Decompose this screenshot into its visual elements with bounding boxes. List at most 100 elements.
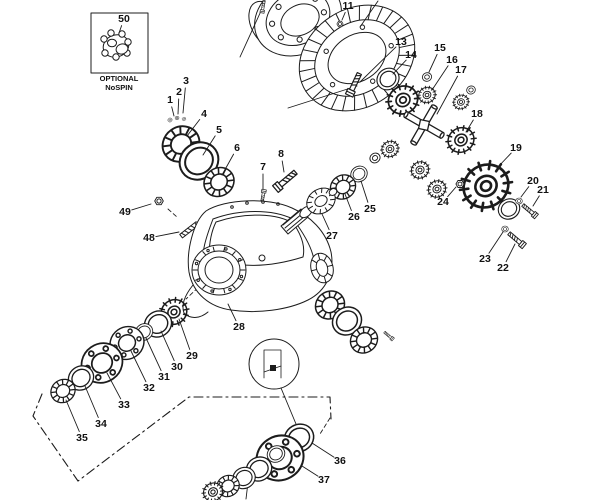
callout-21: 21 xyxy=(537,184,549,196)
assembly-axis-line xyxy=(167,208,178,218)
part-pinion-gear-b xyxy=(449,90,473,114)
callout-6: 6 xyxy=(234,142,240,154)
callout-2: 2 xyxy=(176,86,182,98)
leader-33 xyxy=(106,372,122,400)
leader-13 xyxy=(359,46,397,83)
callout-7: 7 xyxy=(260,161,266,173)
leader-15 xyxy=(428,53,438,73)
leader-11 xyxy=(341,11,346,21)
leader-21 xyxy=(532,195,540,207)
part-adjuster-screw xyxy=(382,330,395,342)
leader-26 xyxy=(344,193,352,211)
callout-27: 27 xyxy=(326,230,338,242)
part-gear-mid xyxy=(376,136,404,162)
callout-24: 24 xyxy=(437,196,449,208)
part-spider-gear-c xyxy=(406,156,434,184)
callout-31: 31 xyxy=(158,371,170,383)
callout-18: 18 xyxy=(471,108,483,120)
leader-25 xyxy=(360,180,369,203)
inset-optional-nospin: OPTIONAL NoSPIN xyxy=(90,12,149,92)
callout-13: 13 xyxy=(395,36,407,48)
leader-3 xyxy=(182,87,186,114)
callout-37: 37 xyxy=(318,474,330,486)
callout-22: 22 xyxy=(497,262,509,274)
magnifier-inset xyxy=(248,338,300,390)
part-28-carrier-housing xyxy=(182,200,334,318)
leader-20 xyxy=(520,186,530,198)
leader-34 xyxy=(84,385,99,418)
part-flange-nut-11 xyxy=(336,20,344,28)
leader-17 xyxy=(436,75,459,115)
inset-caption-line1: OPTIONAL xyxy=(100,74,139,83)
callout-32: 32 xyxy=(143,382,155,394)
callout-36: 36 xyxy=(334,455,346,467)
callout-20: 20 xyxy=(527,175,539,187)
leader-30 xyxy=(160,330,175,362)
callout-14: 14 xyxy=(405,49,417,61)
leader-35 xyxy=(65,399,80,432)
leader-36 xyxy=(311,442,335,458)
callout-34: 34 xyxy=(95,418,107,430)
callout-25: 25 xyxy=(364,203,376,215)
inset-caption-line2: NoSPIN xyxy=(105,83,133,92)
leader-16 xyxy=(431,65,449,91)
leader-50 xyxy=(118,25,123,34)
part-retainer-2 xyxy=(174,116,180,120)
part-nut-49 xyxy=(154,196,164,206)
boundary-dashdot xyxy=(32,393,332,482)
callout-30: 30 xyxy=(171,361,183,373)
part-thrust-washer-15 xyxy=(420,70,434,84)
part-nut-24 xyxy=(455,180,465,188)
leader-24 xyxy=(447,186,457,198)
callout-19: 19 xyxy=(510,142,522,154)
callout-3: 3 xyxy=(183,75,189,87)
leader-6 xyxy=(221,153,235,176)
leader-49 xyxy=(131,203,152,211)
part-50-nospin-unit xyxy=(100,29,132,61)
leader-32 xyxy=(130,350,147,383)
leader-48 xyxy=(155,231,180,238)
callout-16: 16 xyxy=(446,54,458,66)
callout-15: 15 xyxy=(434,42,446,54)
leader-27 xyxy=(321,213,330,231)
callout-8: 8 xyxy=(278,148,284,160)
part-bolt-8 xyxy=(271,168,299,194)
callout-28: 28 xyxy=(233,321,245,333)
callout-29: 29 xyxy=(186,350,198,362)
leader-37 xyxy=(301,465,319,477)
callout-17: 17 xyxy=(455,64,467,76)
leader-19 xyxy=(496,152,512,169)
leader-line xyxy=(287,85,358,109)
callout-1: 1 xyxy=(167,94,173,106)
leader-28 xyxy=(227,303,237,322)
callout-49: 49 xyxy=(119,206,131,218)
leader-5 xyxy=(202,135,216,156)
leader-2 xyxy=(177,98,180,115)
leader-line xyxy=(359,0,379,28)
leader-line xyxy=(280,387,297,425)
callout-35: 35 xyxy=(76,432,88,444)
callout-11: 11 xyxy=(342,0,353,12)
part-bolt-21 xyxy=(520,202,539,220)
leader-18 xyxy=(465,119,474,133)
leader-4 xyxy=(186,119,201,137)
assembly-axis-line xyxy=(319,417,331,435)
leader-22 xyxy=(505,243,516,263)
leader-29 xyxy=(178,318,191,350)
part-washer-23 xyxy=(501,225,509,233)
callout-5: 5 xyxy=(216,124,222,136)
leader-line xyxy=(239,10,262,58)
part-side-gear-18 xyxy=(440,119,482,161)
part-washer-mid xyxy=(367,150,383,166)
callout-4: 4 xyxy=(201,108,207,120)
callout-50: 50 xyxy=(118,13,130,25)
leader-1 xyxy=(171,106,175,117)
part-27-drive-pinion xyxy=(280,187,338,235)
leader-23 xyxy=(488,231,504,254)
part-bolt-22 xyxy=(506,230,527,250)
part-shim-3 xyxy=(181,116,187,122)
callout-layer: 1234567811131415161718192021222324252627… xyxy=(65,0,549,486)
callout-23: 23 xyxy=(479,253,491,265)
